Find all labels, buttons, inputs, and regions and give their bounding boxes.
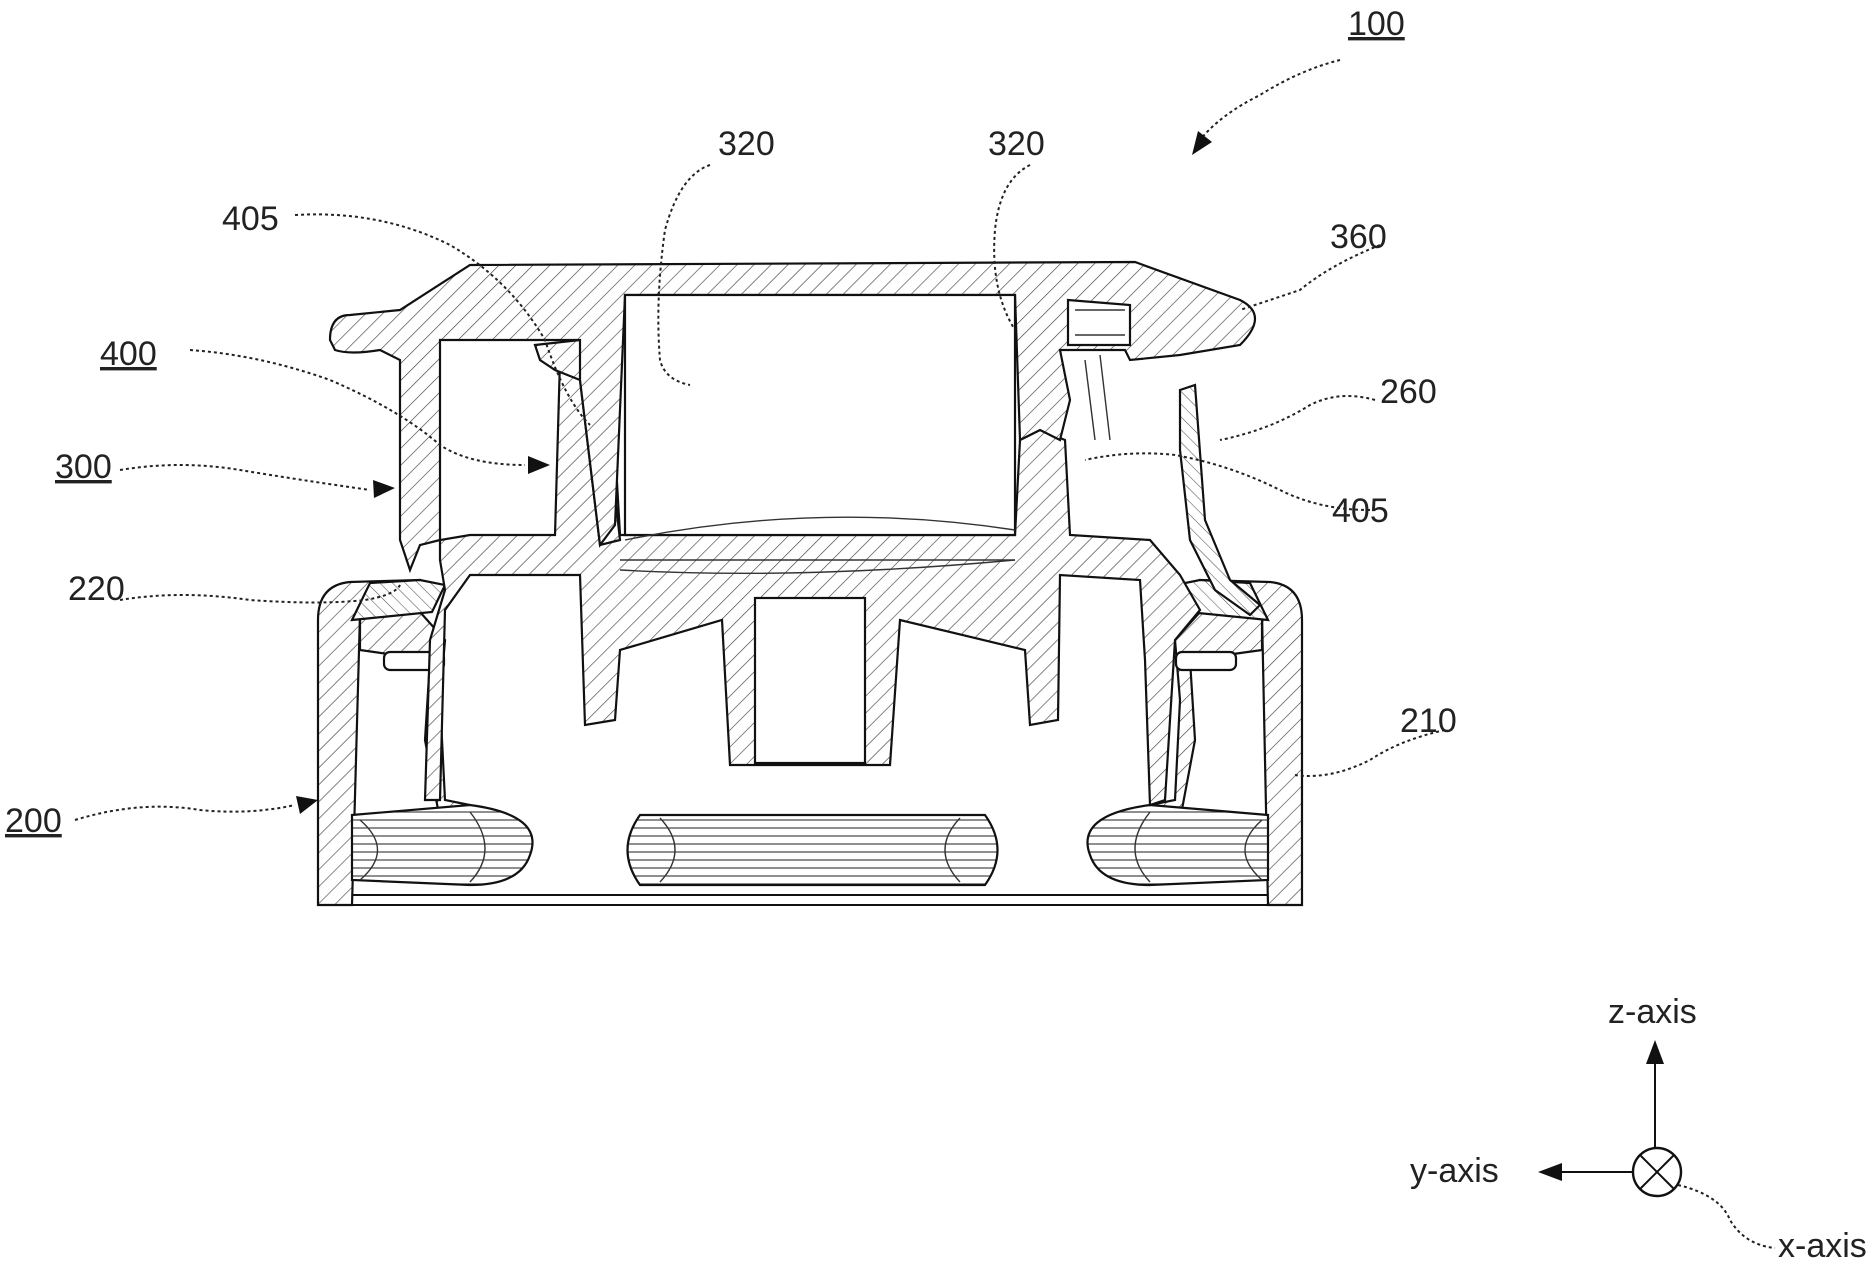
lid-flange-right	[1066, 298, 1132, 347]
base-lower-beads	[350, 803, 1270, 887]
label-400: 400	[100, 335, 157, 373]
z-axis-arrowhead	[1646, 1040, 1664, 1064]
axis-indicator	[1538, 1040, 1776, 1249]
label-260: 260	[1380, 373, 1437, 411]
x-axis-label: x-axis	[1778, 1227, 1867, 1261]
lid-body	[328, 260, 1256, 574]
label-210: 210	[1400, 702, 1457, 740]
y-axis-arrowhead	[1538, 1163, 1562, 1181]
axis-labels: z-axis y-axis x-axis	[1410, 993, 1867, 1261]
label-360: 360	[1330, 218, 1387, 256]
label-100: 100	[1348, 5, 1405, 43]
z-axis-label: z-axis	[1608, 993, 1697, 1031]
label-320-left: 320	[718, 125, 775, 163]
label-320-right: 320	[988, 125, 1045, 163]
label-200: 200	[5, 802, 62, 840]
base-rib-right	[1084, 354, 1262, 617]
y-axis-label: y-axis	[1410, 1152, 1499, 1190]
seal-member	[423, 338, 1202, 807]
reference-labels: 100 320 320 405 360 400 260 300 405 220 …	[5, 5, 1457, 840]
base-outer-wall	[316, 578, 1304, 907]
label-405-right: 405	[1332, 492, 1389, 530]
leader-lines	[74, 59, 1446, 821]
label-300: 300	[55, 448, 112, 486]
label-405-left: 405	[222, 200, 279, 238]
label-220: 220	[68, 570, 125, 608]
